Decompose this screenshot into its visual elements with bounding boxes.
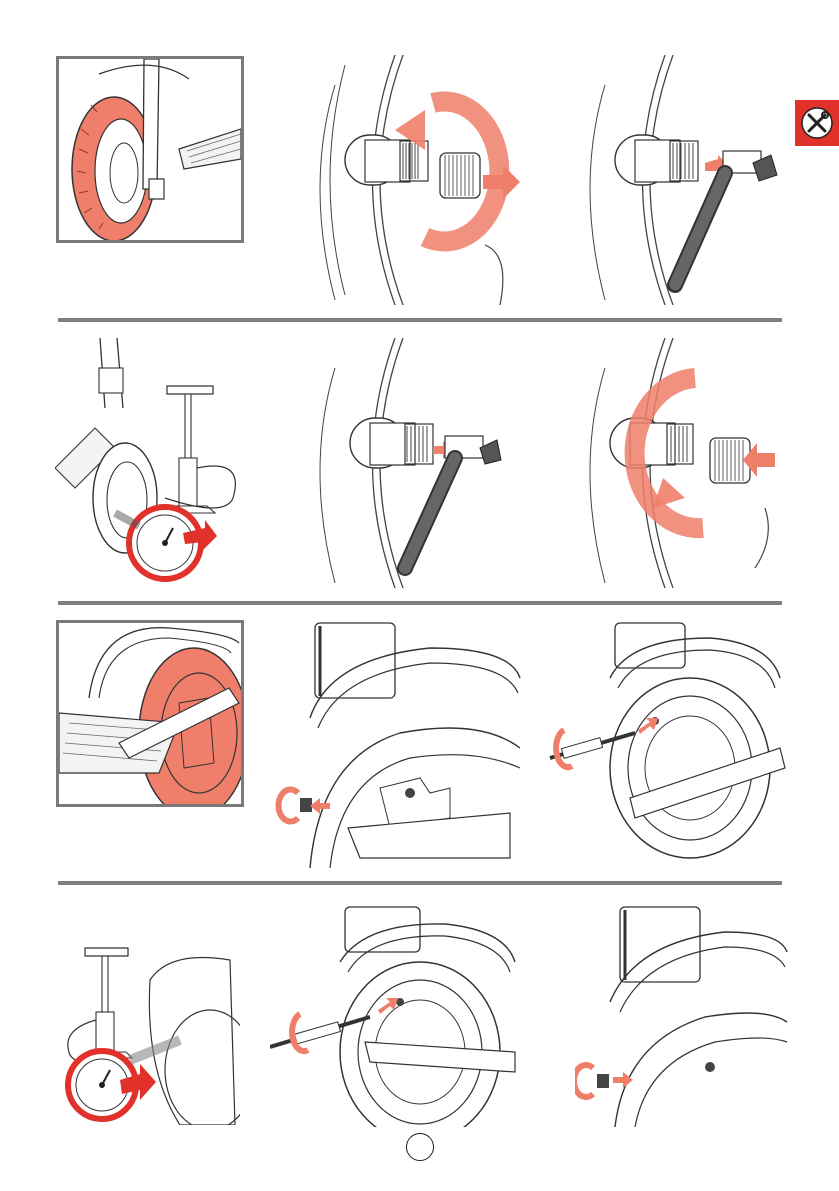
pump-pressure-gauge-panel (55, 338, 245, 583)
refit-rear-valve-cap-illustration (575, 902, 790, 1127)
tools-icon (795, 100, 839, 146)
pump-pressure-gauge-icon (60, 940, 240, 1125)
remove-rear-valve-cap-panel (270, 618, 525, 868)
row-divider (58, 881, 782, 885)
rear-wheel-highlight-icon (59, 623, 241, 804)
rear-wheel-highlight-panel (56, 620, 244, 807)
attach-pump-hose-illustration (575, 55, 790, 305)
screw-valve-cap-illustration (575, 338, 790, 588)
attach-pump-hose-panel (575, 55, 790, 305)
front-wheel-highlight-icon (59, 59, 241, 240)
hose-attached-panel (305, 338, 525, 588)
unscrew-valve-cap-illustration (305, 55, 525, 305)
pump-pressure-gauge-icon (55, 338, 245, 583)
rear-pump-gauge-panel (60, 940, 240, 1125)
extension-hose-attached-illustration (270, 902, 525, 1127)
screw-valve-cap-panel (575, 338, 790, 588)
hose-attached-illustration (305, 338, 525, 588)
extension-hose-attached-panel (270, 902, 525, 1127)
attach-extension-hose-panel (540, 618, 790, 868)
unscrew-valve-cap-panel (305, 55, 525, 305)
attach-extension-hose-illustration (540, 618, 790, 868)
page-number-circle (406, 1133, 434, 1161)
front-wheel-highlight-panel (56, 56, 244, 243)
row-divider (58, 318, 782, 322)
row-divider (58, 601, 782, 605)
refit-rear-valve-cap-panel (575, 902, 790, 1127)
remove-rear-valve-cap-illustration (270, 618, 525, 868)
section-tab (795, 100, 839, 146)
